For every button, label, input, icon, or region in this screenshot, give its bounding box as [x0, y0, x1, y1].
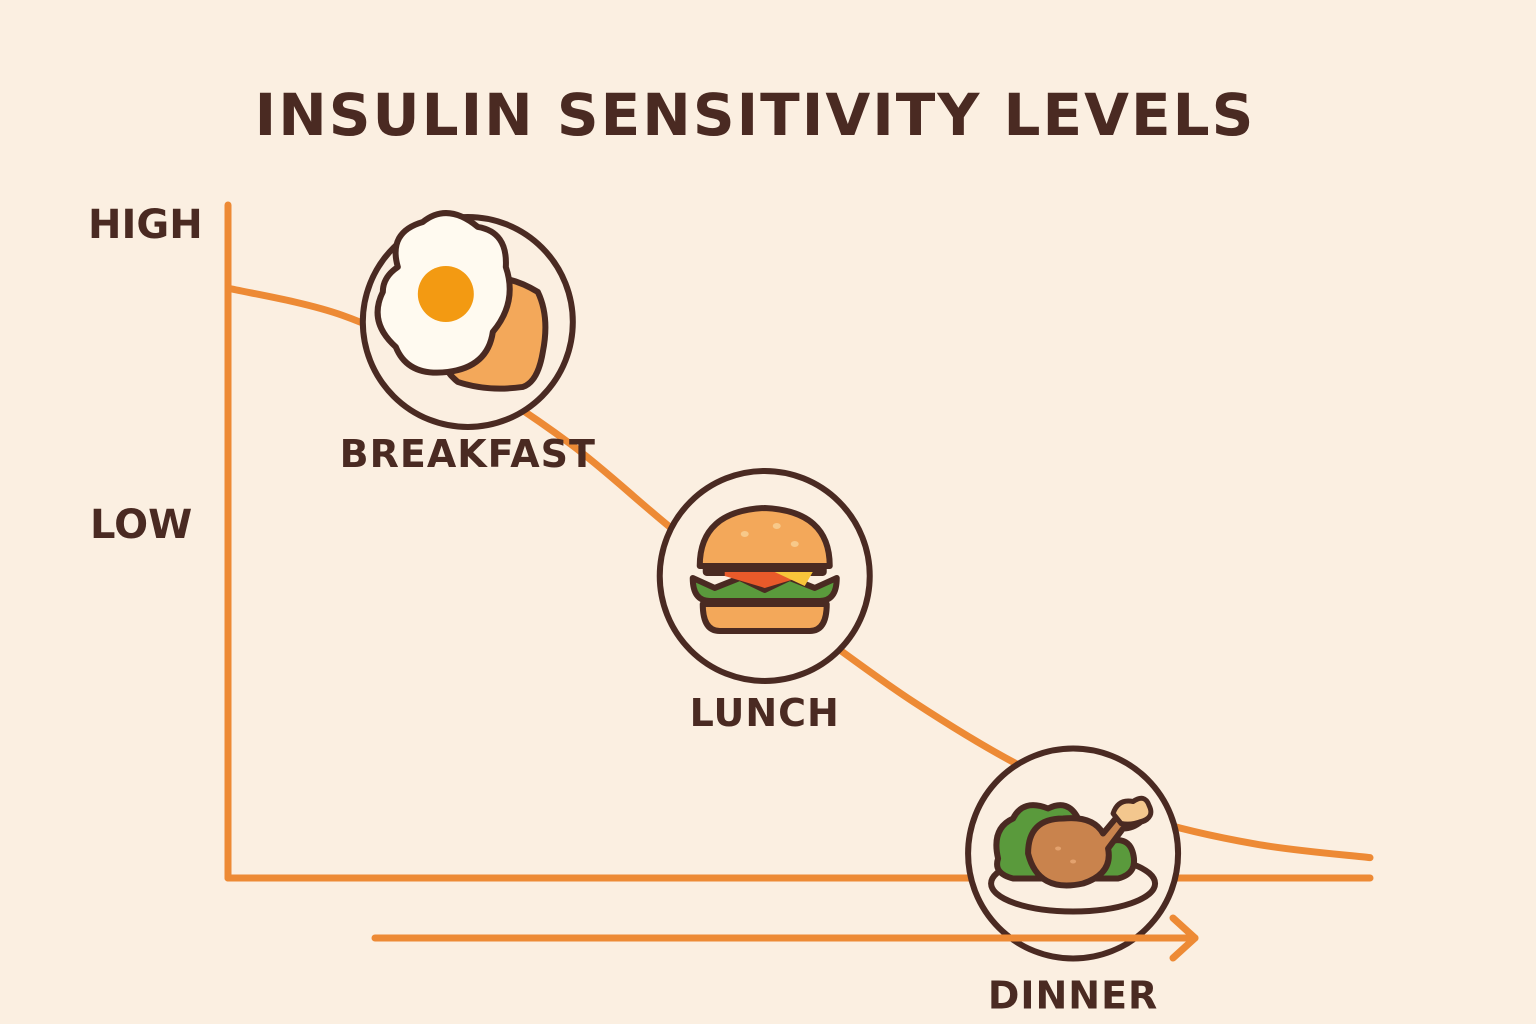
meal-marker-breakfast: BREAKFAST — [340, 210, 596, 476]
egg-toast-icon — [359, 210, 576, 430]
chicken-plate-icon — [965, 745, 1182, 962]
time-arrow — [371, 914, 1199, 962]
burger-icon — [656, 467, 873, 684]
axes — [224, 201, 1374, 882]
meal-markers: BREAKFAST LUNCH — [340, 210, 1182, 1018]
meal-label-dinner: DINNER — [988, 974, 1159, 1018]
time-arrow-head — [1169, 914, 1199, 962]
y-tick-label-low: LOW — [90, 502, 192, 548]
meal-label-lunch: LUNCH — [690, 691, 840, 735]
meal-label-breakfast: BREAKFAST — [340, 432, 596, 476]
y-tick-label-high: HIGH — [88, 202, 203, 248]
meal-marker-dinner: DINNER — [965, 745, 1182, 1018]
chart-title: INSULIN SENSITIVITY LEVELS — [255, 81, 1256, 149]
meal-marker-lunch: LUNCH — [656, 467, 873, 735]
